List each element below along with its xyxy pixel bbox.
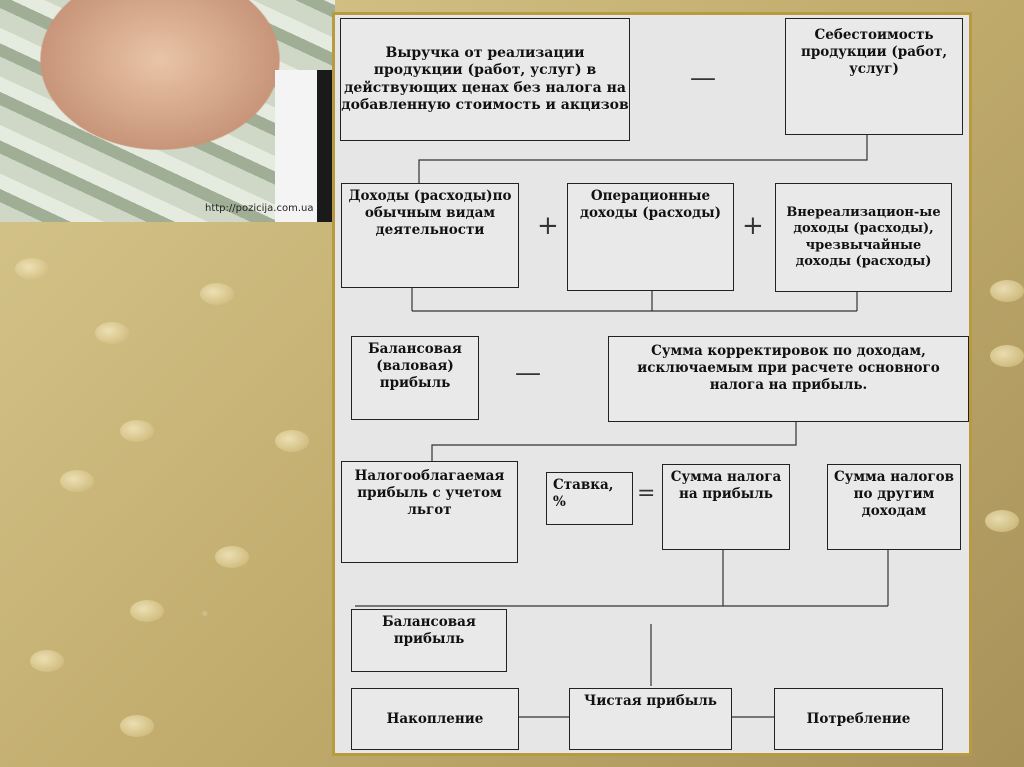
plus-sign: +: [742, 213, 764, 239]
plus-sign: +: [537, 213, 559, 239]
decor-dot: [30, 650, 64, 672]
equals-sign: =: [637, 483, 655, 505]
decor-dot: [200, 283, 234, 305]
decor-dot: [990, 280, 1024, 302]
decor-dot: [130, 600, 164, 622]
consumption-box: Потребление: [774, 688, 943, 750]
ordinary-income-box: Доходы (расходы)по обычным видам деятель…: [341, 183, 519, 288]
nonoperating-income-box: Внереализацион-ые доходы (расходы), чрез…: [775, 183, 952, 292]
decor-dot: [275, 430, 309, 452]
balance-profit-box: Балансовая прибыль: [351, 609, 507, 672]
decor-dot: [120, 715, 154, 737]
cost-box: Себестоимость продукции (работ, услуг): [785, 18, 963, 135]
photo-url: http://pozicija.com.ua: [205, 203, 314, 214]
gross-profit-box: Балансовая (валовая) прибыль: [351, 336, 479, 420]
revenue-box: Выручка от реализации продукции (работ, …: [340, 18, 630, 141]
decor-dot: [15, 258, 49, 280]
decor-dot: [95, 322, 129, 344]
minus-sign: —: [690, 65, 716, 91]
other-taxes-box: Сумма налогов по другим доходам: [827, 464, 961, 550]
decor-dot: [120, 420, 154, 442]
operating-income-box: Операционные доходы (расходы): [567, 183, 734, 291]
decor-dot: [215, 546, 249, 568]
profit-tax-box: Сумма налога на прибыль: [662, 464, 790, 550]
hand-image: [40, 0, 280, 150]
net-profit-box: Чистая прибыль: [569, 688, 732, 750]
decor-dot: [985, 510, 1019, 532]
minus-sign: —: [515, 360, 541, 386]
tax-rate-box: Ставка, %: [546, 472, 633, 525]
accumulation-box: Накопление: [351, 688, 519, 750]
decor-dot: [60, 470, 94, 492]
adjustments-box: Сумма корректировок по доходам, исключае…: [608, 336, 969, 422]
diagram-panel: Выручка от реализации продукции (работ, …: [332, 12, 972, 756]
decor-dot: [990, 345, 1024, 367]
taxable-profit-box: Налогооблагаемая прибыль с учетом льгот: [341, 461, 518, 563]
money-photo: http://pozicija.com.ua: [0, 0, 335, 222]
